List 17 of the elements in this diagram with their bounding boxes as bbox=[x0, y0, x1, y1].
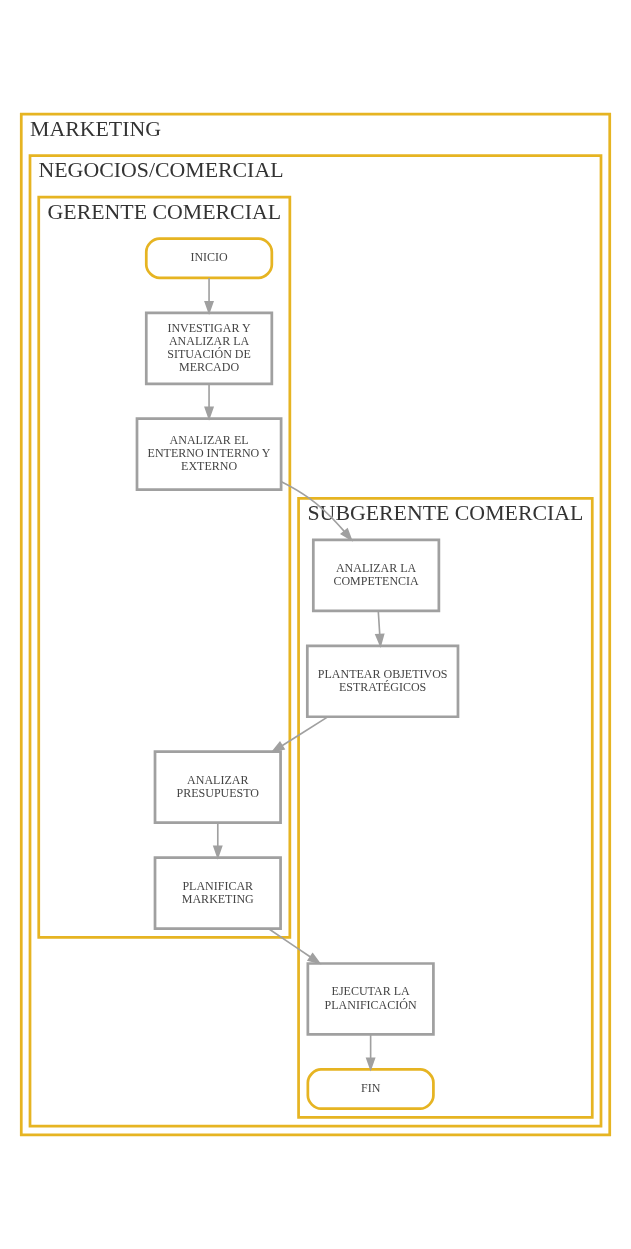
node-box: INVESTIGAR Y ANALIZAR LA SITUACIÓN DE MERCADO bbox=[144, 311, 274, 386]
arrow bbox=[204, 383, 215, 421]
arrow bbox=[267, 927, 322, 965]
arrow bbox=[365, 1034, 376, 1072]
node-box: ANALIZAR EL ENTERNO INTERNO Y EXTERNO bbox=[135, 417, 283, 492]
node-box: ANALIZAR PRESUPUESTO bbox=[153, 750, 282, 824]
node-box: FIN bbox=[306, 1068, 435, 1111]
node-box: PLANTEAR OBJETIVOS ESTRATÉGICOS bbox=[305, 644, 460, 719]
node-box: ANALIZAR LA COMPETENCIA bbox=[311, 538, 441, 613]
arrow bbox=[204, 277, 215, 316]
node-box: EJECUTAR LA PLANIFICACIÓN bbox=[306, 962, 435, 1036]
arrow bbox=[212, 821, 223, 860]
node-box: PLANIFICAR MARKETING bbox=[153, 856, 282, 930]
arrow bbox=[374, 610, 385, 648]
arrow bbox=[270, 716, 329, 753]
node-box: INICIO bbox=[144, 237, 274, 280]
arrow bbox=[280, 480, 353, 542]
